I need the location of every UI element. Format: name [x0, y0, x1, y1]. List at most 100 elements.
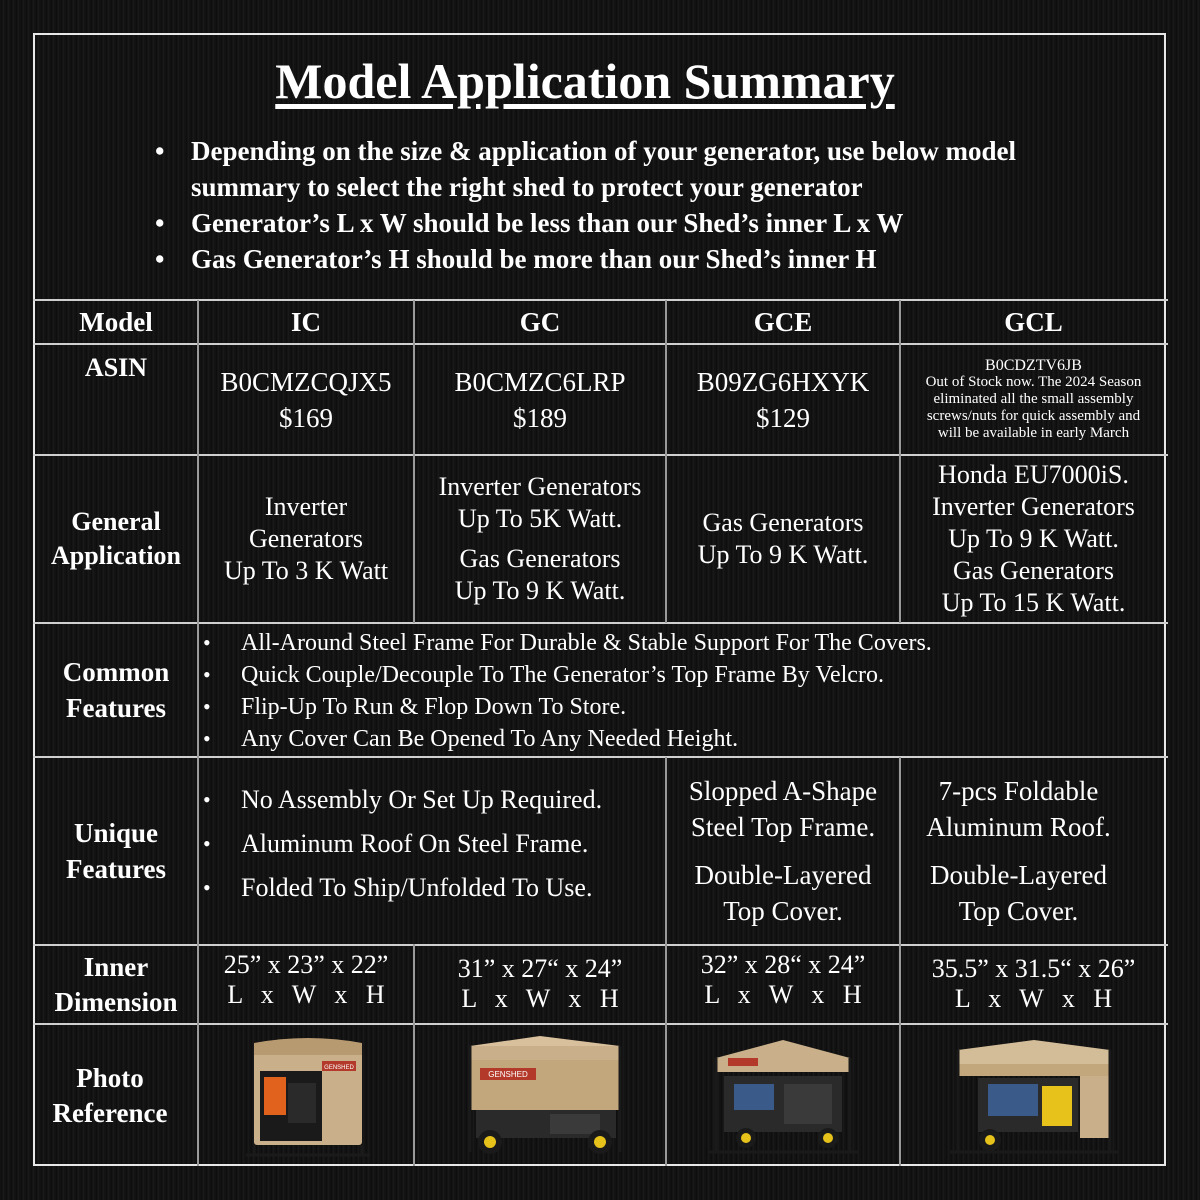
dimension-axes: L x W x H — [461, 984, 619, 1013]
dimension-value: 31” x 27“ x 24” — [457, 954, 623, 983]
feature-line: Top Cover. — [958, 896, 1079, 926]
dimension-gc: 31” x 27“ x 24” L x W x H — [415, 946, 665, 1023]
application-line: Gas Generators — [953, 556, 1114, 585]
model-name-ic: IC — [290, 306, 321, 337]
label-line: Reference — [52, 1097, 168, 1128]
application-gcl: Honda EU7000iS. Inverter Generators Up T… — [901, 456, 1166, 622]
gc-shed-image: GENSHED — [468, 1036, 622, 1154]
bullet-icon: • — [155, 244, 165, 274]
feature-line: Double-Layered — [694, 860, 872, 890]
feature-text: Folded To Ship/Unfolded To Use. — [241, 873, 593, 902]
table-divider — [33, 1023, 1168, 1025]
unique-features-label: Unique Features — [35, 758, 197, 944]
application-gce: Gas Generators Up To 9 K Watt. — [667, 456, 899, 622]
table-divider — [899, 757, 901, 1166]
label-line: Dimension — [54, 986, 178, 1017]
asin-cell-gcl: B0CDZTV6JB Out of Stock now. The 2024 Se… — [901, 345, 1166, 454]
application-line: Up To 9 K Watt. — [454, 576, 626, 605]
bullet-icon: • — [203, 694, 211, 719]
label-line: Photo — [76, 1062, 144, 1093]
bullet-icon: • — [203, 662, 211, 687]
application-line: Up To 9 K Watt. — [697, 540, 869, 569]
dimension-value: 35.5” x 31.5“ x 26” — [931, 954, 1136, 983]
label-line: Common — [62, 657, 170, 687]
feature-text: Quick Couple/Decouple To The Generator’s… — [241, 662, 884, 688]
intro-bullet-text: Gas Generator’s H should be more than ou… — [191, 244, 877, 274]
asin-code: B0CMZC6LRP — [454, 366, 626, 397]
intro-bullet: •Depending on the size & application of … — [155, 133, 1115, 205]
feature-text: Any Cover Can Be Opened To Any Needed He… — [241, 726, 739, 752]
inner-dimension-label: Inner Dimension — [35, 946, 197, 1023]
label-line: Application — [50, 541, 182, 570]
feature-text: All-Around Steel Frame For Durable & Sta… — [241, 630, 932, 656]
application-line: Gas Generators — [459, 544, 621, 573]
model-name-gc: GC — [519, 306, 561, 337]
table-divider — [413, 300, 415, 455]
general-application-label: General Application — [35, 456, 197, 622]
unique-features-gce: Slopped A-Shape Steel Top Frame. Double-… — [667, 758, 899, 944]
bullet-icon: • — [155, 208, 165, 238]
application-line: Up To 3 K Watt — [223, 556, 389, 585]
intro-bullet-text: Generator’s L x W should be less than ou… — [191, 208, 904, 238]
model-header-label: Model — [79, 306, 153, 337]
label-line: General — [71, 507, 161, 536]
gce-shed-image — [708, 1040, 858, 1154]
asin-cell-gc: B0CMZC6LRP $189 — [415, 345, 665, 454]
photo-gcl — [901, 1025, 1166, 1166]
asin-note-line: screws/nuts for quick assembly and — [926, 408, 1141, 424]
feature-text: Aluminum Roof On Steel Frame. — [241, 829, 589, 858]
common-features-list: • All-Around Steel Frame For Durable & St… — [203, 627, 1163, 755]
application-line: Inverter — [264, 492, 348, 521]
asin-cell-ic: B0CMZCQJX5 $169 — [199, 345, 413, 454]
brand-label: GENSHED — [488, 1070, 528, 1079]
table-divider — [665, 300, 667, 623]
application-line: Up To 15 K Watt. — [941, 588, 1126, 617]
table-divider — [33, 622, 1168, 624]
table-divider — [33, 299, 1168, 301]
outer-frame — [33, 33, 1166, 1166]
price: $169 — [279, 402, 333, 433]
feature-text: Flip-Up To Run & Flop Down To Store. — [241, 694, 627, 720]
list-item: • All-Around Steel Frame For Durable & St… — [203, 627, 1163, 659]
gcl-shed-image — [949, 1040, 1118, 1154]
price: $129 — [756, 402, 810, 433]
application-line: Inverter Generators — [932, 492, 1135, 521]
dimension-value: 25” x 23” x 22” — [223, 950, 389, 979]
feature-line: Steel Top Frame. — [690, 812, 876, 842]
bullet-icon: • — [203, 875, 211, 900]
list-item: • Flip-Up To Run & Flop Down To Store. — [203, 691, 1163, 723]
bullet-icon: • — [155, 136, 165, 166]
application-line: Gas Generators — [702, 508, 864, 537]
table-divider — [33, 343, 1168, 345]
feature-line: Top Cover. — [723, 896, 843, 926]
photo-gc: GENSHED — [415, 1025, 665, 1166]
asin-code: B0CDZTV6JB — [985, 357, 1082, 374]
list-item: • Any Cover Can Be Opened To Any Needed H… — [203, 723, 1163, 755]
feature-line: Double-Layered — [930, 860, 1107, 890]
application-line: Generators — [248, 524, 364, 553]
feature-line: Aluminum Roof. — [926, 812, 1111, 842]
label-line: Features — [66, 693, 166, 723]
photo-gce — [667, 1025, 899, 1166]
label-line: Inner — [83, 951, 149, 982]
dimension-axes: L x W x H — [227, 980, 385, 1009]
intro-bullet: • Gas Generator’s H should be more than o… — [155, 241, 1115, 277]
feature-line: Slopped A-Shape — [688, 776, 878, 806]
application-ic: Inverter Generators Up To 3 K Watt — [199, 456, 413, 622]
photo-ic: GENSHED — [199, 1025, 413, 1166]
bullet-icon: • — [203, 787, 211, 812]
asin-code: B09ZG6HXYK — [696, 366, 870, 397]
bullet-icon: • — [203, 726, 211, 751]
application-line: Up To 9 K Watt. — [948, 524, 1119, 553]
list-item: • Quick Couple/Decouple To The Generator’… — [203, 659, 1163, 691]
intro-bullet: • Generator’s L x W should be less than o… — [155, 205, 1115, 241]
page-title: Model Application Summary — [275, 53, 895, 109]
label-line: Features — [66, 854, 166, 884]
table-divider — [197, 300, 199, 1166]
bullet-icon: • — [203, 630, 211, 655]
unique-features-ic-gc: •No Assembly Or Set Up Required. •Alumin… — [203, 778, 663, 910]
asin-code: B0CMZCQJX5 — [220, 366, 392, 397]
asin-label-text: ASIN — [84, 353, 148, 382]
application-line: Inverter Generators — [438, 472, 642, 501]
model-name-gce: GCE — [753, 306, 813, 337]
